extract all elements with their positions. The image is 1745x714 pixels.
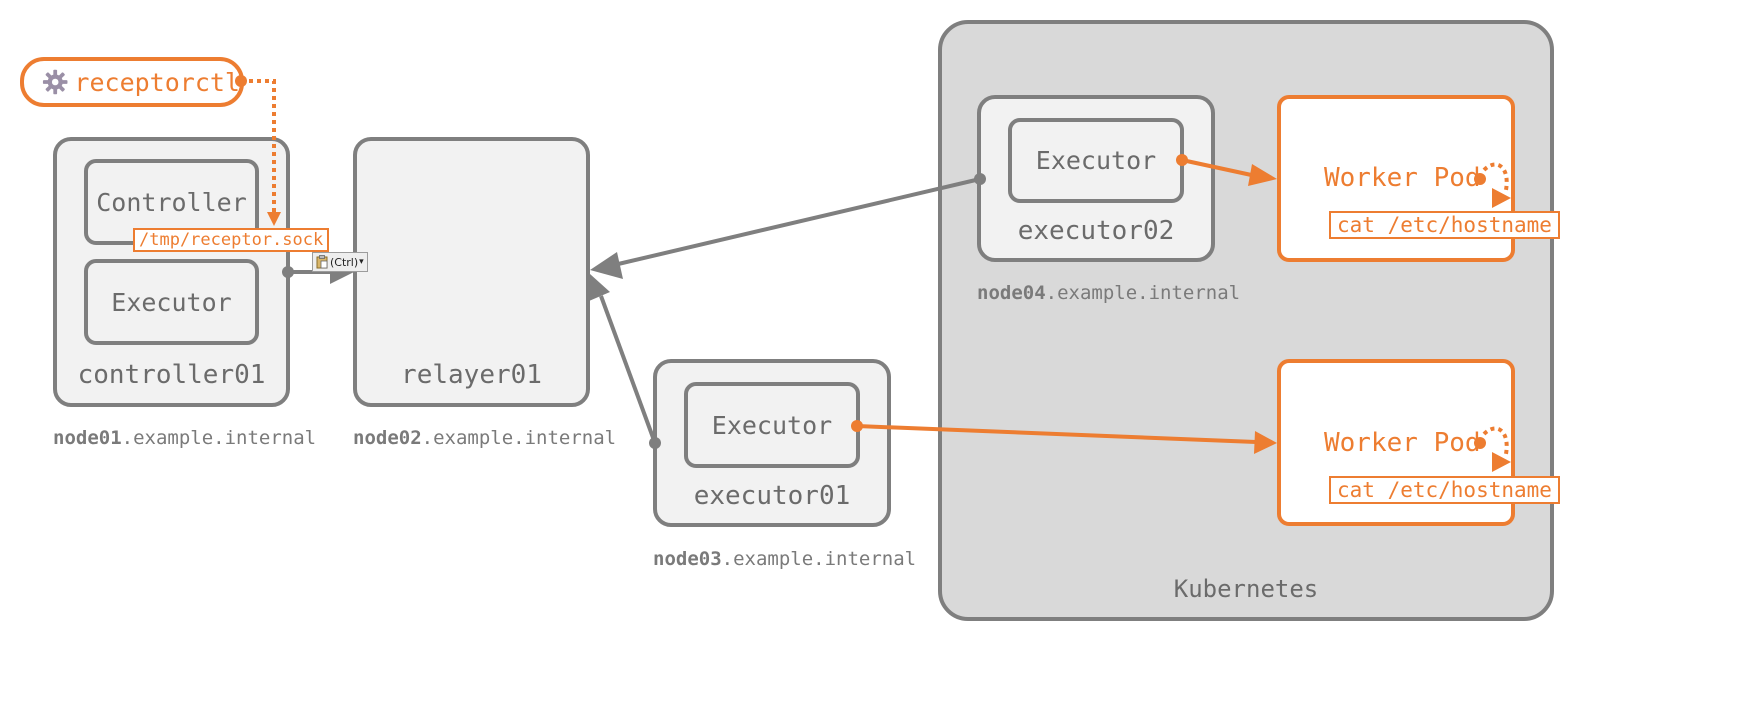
link-executor02-worker-pod-1 [1176, 154, 1277, 186]
paste-options-label: (Ctrl) [330, 255, 359, 269]
worker-pod-2-label: Worker Pod [1324, 428, 1481, 458]
node02-hostname: node02.example.internal [353, 427, 617, 449]
link-receptorctl-socket [235, 75, 281, 226]
executor02-executor-service: Executor [1008, 118, 1184, 203]
relayer01-node-name: relayer01 [401, 360, 542, 390]
paste-options-button[interactable]: (Ctrl) ▾ [312, 252, 368, 272]
executor01-executor-service: Executor [684, 382, 860, 468]
worker-pod-1-command: cat /etc/hostname [1329, 211, 1560, 239]
link-executor02-relayer01 [590, 173, 986, 279]
node04-hostname: node04.example.internal [977, 282, 1241, 304]
worker-pod-2-self-loop [1474, 426, 1511, 472]
node03-hostname: node03.example.internal [653, 548, 917, 570]
gear-icon [42, 69, 68, 95]
receptorctl-client: receptorctl [20, 57, 244, 107]
worker-pod-2-command: cat /etc/hostname [1329, 476, 1560, 504]
executor02-node-name: executor02 [1017, 216, 1175, 246]
clipboard-icon [316, 255, 328, 269]
socket-path-label: /tmp/receptor.sock [133, 228, 330, 252]
node01-hostname: node01.example.internal [53, 427, 317, 449]
chevron-down-icon: ▾ [359, 257, 364, 267]
link-executor01-relayer01 [589, 274, 661, 449]
receptorctl-label: receptorctl [74, 67, 240, 97]
kubernetes-label: Kubernetes [1173, 575, 1319, 603]
worker-pod-1-self-loop [1474, 162, 1511, 208]
link-executor01-worker-pod-2 [851, 420, 1277, 454]
controller01-node-name: controller01 [77, 360, 266, 390]
worker-pod-1-label: Worker Pod [1324, 163, 1481, 193]
node-relayer01 [353, 137, 590, 407]
executor01-node-name: executor01 [693, 481, 851, 511]
controller01-executor-service: Executor [84, 259, 259, 345]
